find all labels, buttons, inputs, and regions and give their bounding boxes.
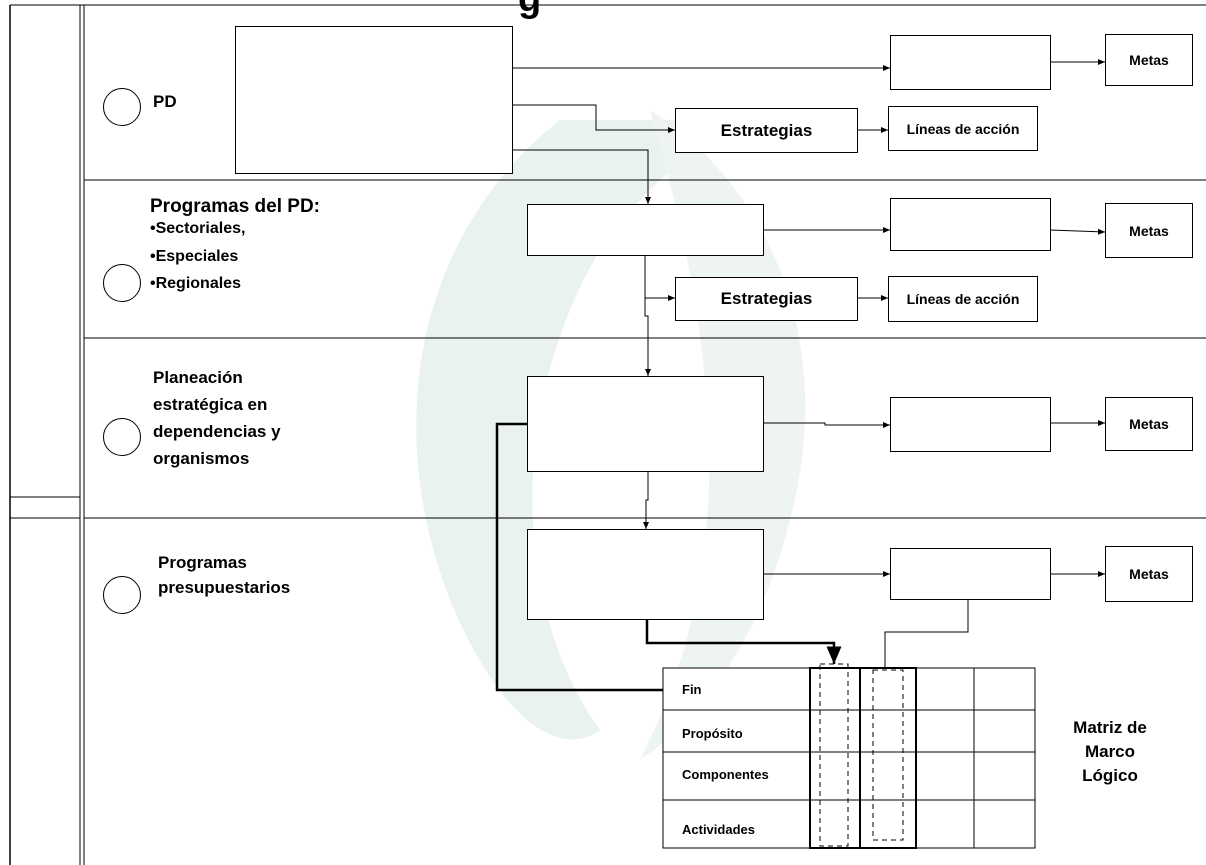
budget-objective-box: Objetivo prog presup xyxy=(527,529,764,620)
pd-circle xyxy=(103,88,141,126)
planning-objective-line2: de las dependencias xyxy=(536,419,665,435)
pd-lines-box: Líneas de acción xyxy=(888,106,1038,151)
programs-item-regionales: •Regionales xyxy=(150,275,241,292)
budget-circle xyxy=(103,576,141,614)
programs-objective-box: Objetivo xyxy=(527,204,764,256)
planning-label: Planeación estratégica en dependencias y… xyxy=(153,368,281,468)
planning-objective-line1: Objetivos estratégicos xyxy=(548,399,686,415)
pd-goals-box: Metas xyxy=(1105,34,1193,86)
pd-box-fragment-2: ica y xyxy=(448,85,480,101)
planning-objective-line3: organismos xyxy=(592,439,665,455)
planning-objective-box: Objetivos estratégicos de las dependenci… xyxy=(527,376,764,472)
programs-goal-source-box xyxy=(890,198,1051,251)
planning-circle xyxy=(103,418,141,456)
matrix-row-actividades: Actividades xyxy=(682,822,755,837)
programs-lines-box: Líneas de acción xyxy=(888,276,1038,322)
pd-box-fragment-3: s ejes xyxy=(436,103,475,119)
pd-box-fragment-1: o: xyxy=(448,69,463,86)
programs-circle xyxy=(103,264,141,302)
programs-strategies-box: Estrategias xyxy=(675,277,858,321)
matrix-row-fin: Fin xyxy=(682,682,702,697)
planning-goal-source-box xyxy=(890,397,1051,452)
programs-item-sectoriales: •Sectoriales, xyxy=(150,220,246,237)
budget-goals-box: Metas xyxy=(1105,546,1193,602)
programs-goals-box: Metas xyxy=(1105,203,1193,258)
pd-main-box: o: ica y s ejes xyxy=(235,26,513,174)
pd-label: PD xyxy=(153,92,177,111)
pd-goal-source-box xyxy=(890,35,1051,90)
budget-objective-line1: Objetivo xyxy=(576,542,628,558)
programs-objective-text: Objetivo xyxy=(606,215,663,231)
matrix-row-componentes: Componentes xyxy=(682,767,769,782)
matrix-row-proposito: Propósito xyxy=(682,726,743,741)
budget-label: Programas presupuestarios xyxy=(158,553,291,597)
planning-goals-box: Metas xyxy=(1105,397,1193,451)
programs-item-especiales: •Especiales xyxy=(150,248,239,265)
budget-objective-line2: prog xyxy=(598,563,627,579)
pd-strategies-box: Estrategias xyxy=(675,108,858,153)
budget-objective-line3: presup xyxy=(572,582,615,598)
budget-goal-source-box xyxy=(890,548,1051,600)
matrix-caption: Matriz de Marco Lógico xyxy=(1073,718,1147,785)
programs-title: Programas del PD: xyxy=(150,196,320,217)
